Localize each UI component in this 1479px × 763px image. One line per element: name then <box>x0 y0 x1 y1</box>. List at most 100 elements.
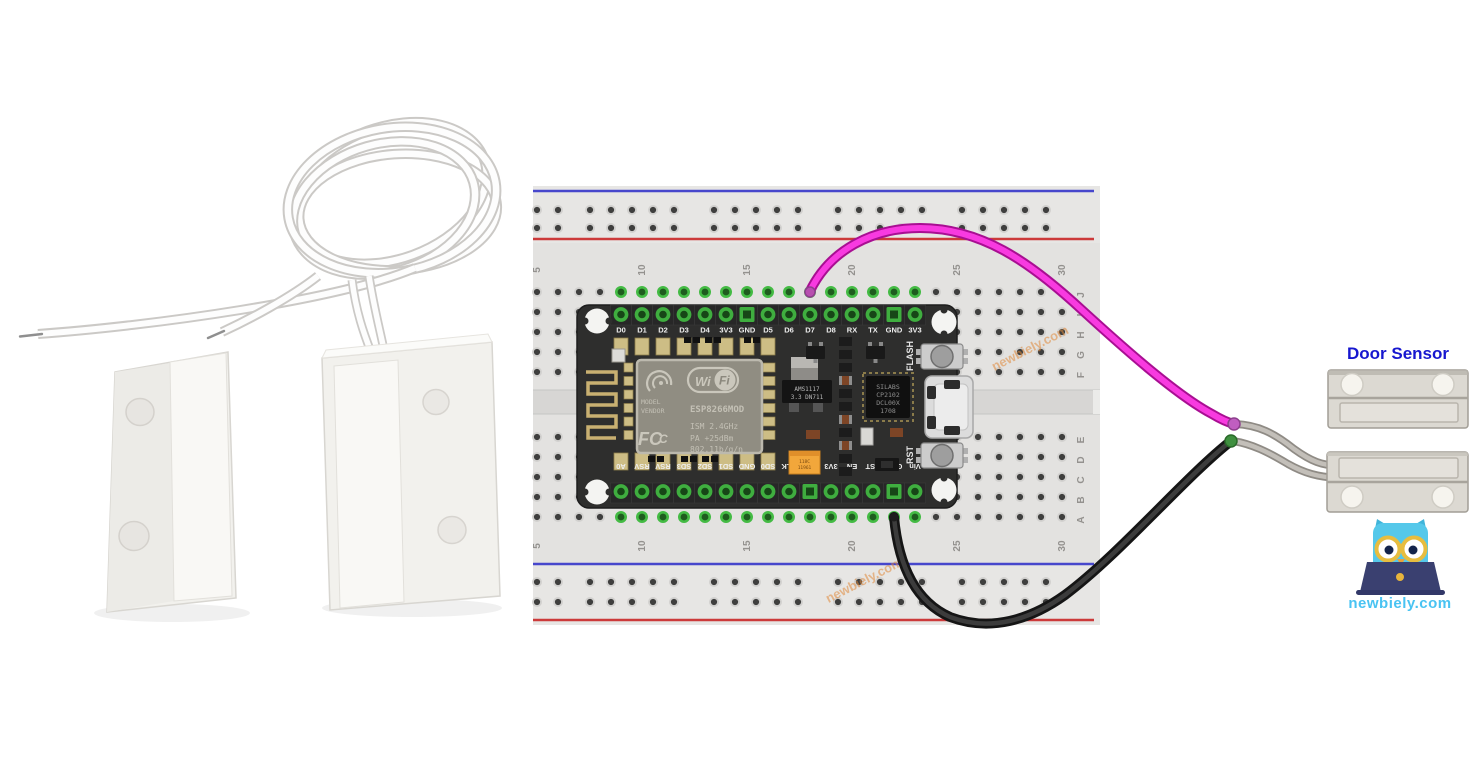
breadboard-hole <box>710 578 718 586</box>
transistor-leg <box>879 342 883 346</box>
breadboard-hole <box>995 308 1003 316</box>
breadboard-hole <box>1000 206 1008 214</box>
row-letter: A <box>1076 516 1087 523</box>
usb-chip-line1: SILABS <box>876 383 900 391</box>
breadboard-hole <box>670 578 678 586</box>
sensor-lead-wires <box>1229 420 1342 482</box>
column-number-top: 25 <box>952 264 963 276</box>
breadboard-hole <box>670 206 678 214</box>
smd-resistor <box>890 428 903 437</box>
breadboard-hole-green <box>848 513 856 521</box>
row-letter: G <box>1076 351 1087 359</box>
espressif-logo-icon <box>646 370 673 392</box>
micro-usb-connector <box>924 375 974 439</box>
breadboard-hole <box>596 288 604 296</box>
breadboard-bottom-rail-zone <box>533 563 1100 625</box>
esp12-solder-pad <box>718 337 734 356</box>
esp12-side-pad <box>762 389 776 400</box>
pin-pad <box>869 487 877 496</box>
fcc-main-text: FC <box>638 429 663 449</box>
pin-label-top: TX <box>868 326 878 335</box>
column-number-top: 15 <box>742 264 753 276</box>
breadboard-hole-green <box>680 288 688 296</box>
breadboard-hole <box>897 598 905 606</box>
breadboard-hole <box>554 493 562 501</box>
breadboard-hole <box>958 578 966 586</box>
smd-capacitor <box>839 363 852 372</box>
diagram-reed-half <box>1326 451 1469 513</box>
breadboard-hole <box>1016 513 1024 521</box>
breadboard-hole <box>897 578 905 586</box>
pin-label-top: 3V3 <box>719 326 732 335</box>
breadboard-hole <box>974 513 982 521</box>
smd-cap-end <box>849 415 852 424</box>
breadboard-hole <box>773 224 781 232</box>
esp12-solder-pad <box>634 337 650 356</box>
pin-label-top: D2 <box>658 326 668 335</box>
column-number-top: 20 <box>847 264 858 276</box>
signal-wire-end-connector <box>1227 417 1241 431</box>
pin-pad <box>722 487 730 496</box>
breadboard-hole <box>995 433 1003 441</box>
breadboard-hole <box>834 206 842 214</box>
esp12-side-pad <box>623 389 634 400</box>
pin-pad <box>785 310 793 319</box>
column-number-bottom: 30 <box>1057 540 1068 552</box>
breadboard-hole <box>995 348 1003 356</box>
smd-dot <box>744 337 751 343</box>
breadboard-hole <box>794 578 802 586</box>
smd-chip <box>881 461 893 468</box>
breadboard-hole <box>1037 513 1045 521</box>
reset-button-label: RST <box>905 445 915 464</box>
breadboard-hole <box>670 224 678 232</box>
pin-label-top: GND <box>739 326 756 335</box>
pin-label-top: D5 <box>763 326 773 335</box>
smd-dot <box>714 337 721 343</box>
pin-pad <box>827 310 835 319</box>
pin-pad <box>848 310 856 319</box>
breadboard-hole <box>649 578 657 586</box>
breadboard-hole <box>649 224 657 232</box>
breadboard-hole <box>1058 328 1066 336</box>
fcc-logo: FC C <box>638 429 668 449</box>
breadboard-hole <box>731 598 739 606</box>
breadboard-hole-green <box>659 288 667 296</box>
breadboard-hole <box>1042 206 1050 214</box>
photo-magnet-block <box>106 351 237 613</box>
shield-model-text: MODEL <box>641 398 661 406</box>
pin-label-top: D3 <box>679 326 689 335</box>
esp12-solder-pad <box>760 452 776 471</box>
breadboard-hole <box>974 288 982 296</box>
breadboard-hole <box>1021 206 1029 214</box>
breadboard-hole <box>607 578 615 586</box>
breadboard-hole <box>533 308 541 316</box>
regulator-line1: AMS1117 <box>794 386 820 393</box>
breadboard-hole <box>995 473 1003 481</box>
breadboard-hole-green <box>638 513 646 521</box>
breadboard-hole <box>995 288 1003 296</box>
pin-pad <box>764 310 772 319</box>
breadboard-hole <box>995 328 1003 336</box>
wifi-fi-text: Fi <box>719 374 730 388</box>
pin-pad <box>785 487 793 496</box>
usb-chip-line3: DCL00X <box>876 399 900 407</box>
smd-dot <box>753 337 760 343</box>
pcb-antenna <box>586 348 626 440</box>
wifi-wi-text: Wi <box>695 374 711 389</box>
breadboard-hole-green <box>827 513 835 521</box>
breadboard-hole <box>554 578 562 586</box>
breadboard-hole <box>731 206 739 214</box>
reset-button: RST <box>905 442 968 469</box>
smd-capacitor <box>839 454 852 463</box>
brand-logo: newbiely.com <box>1348 519 1451 612</box>
pin-label-top: 3V3 <box>908 326 921 335</box>
smd-resistor <box>839 415 852 424</box>
breadboard-hole <box>607 598 615 606</box>
breadboard-hole <box>855 206 863 214</box>
breadboard-hole <box>752 206 760 214</box>
esp12-solder-pad <box>613 452 629 471</box>
breadboard-hole <box>533 206 541 214</box>
pin-pad <box>659 310 667 319</box>
transistor-leg <box>819 342 823 346</box>
pin-pad <box>890 487 898 496</box>
